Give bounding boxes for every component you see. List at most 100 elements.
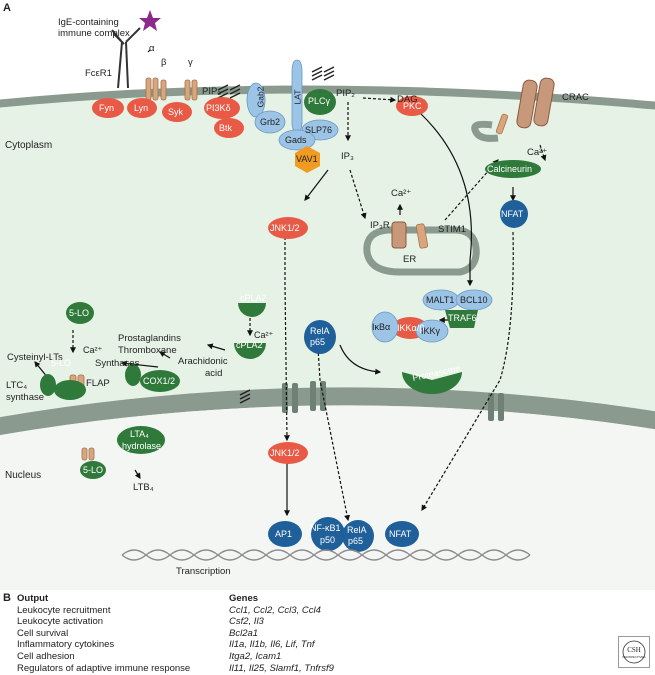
- traf6-label: TRAF6: [448, 313, 477, 323]
- signaling-pathway-diagram: [0, 10, 655, 590]
- er-label: ER: [403, 254, 417, 265]
- table-genes: Itga2, Icam1: [229, 650, 282, 662]
- table-output: Cell survival: [17, 627, 69, 639]
- fyn-label: Fyn: [99, 103, 115, 113]
- pi3k-label: PI3Kδ: [206, 103, 231, 113]
- table-row: Cell survival Bcl2a1: [3, 628, 563, 640]
- ca-5lo-label: Ca²⁺: [83, 345, 103, 355]
- malt1-label: MALT1: [426, 295, 455, 305]
- table-output: Cell adhesion: [17, 650, 75, 662]
- p65-cyto-label: p65: [310, 337, 326, 347]
- five-lo-c-label: 5-LO: [83, 465, 104, 475]
- slp76-label: SLP76: [305, 125, 333, 135]
- pip3-label: PIP₃: [202, 86, 222, 97]
- cpla2-b-label: cPLA2: [236, 340, 263, 350]
- csh-perspectives-logo: CSH PERSPECTIVES: [618, 636, 650, 668]
- ikkg-label: IKKγ: [421, 326, 441, 336]
- dark-green-proteins: [40, 89, 541, 479]
- table-genes: Il1a, Il1b, Il6, Lif, Tnf: [229, 639, 315, 651]
- hydrolase-label: hydrolase: [122, 441, 162, 451]
- logo-subtext: PERSPECTIVES: [622, 655, 645, 659]
- beta-label: β: [161, 57, 167, 68]
- nfkb-label: NF-κB1: [310, 523, 341, 533]
- cytoplasm-label: Cytoplasm: [5, 140, 53, 151]
- table-header-output: Output: [17, 593, 49, 604]
- nfat-nuc-label: NFAT: [389, 529, 412, 539]
- jnk-cyto-label: JNK1/2: [270, 223, 300, 233]
- vav1-hexagon: [295, 146, 320, 173]
- table-genes: Il11, Il25, Slamf1, Tnfrsf9: [229, 662, 334, 674]
- ikba-label: IκBα: [372, 322, 391, 332]
- ca-cpla2-label: Ca²⁺: [254, 330, 274, 340]
- btk-label: Btk: [219, 123, 233, 133]
- panel-b-label: B: [3, 592, 11, 604]
- synthase-label: synthase: [6, 392, 45, 403]
- jnk-nuc-label: JNK1/2: [270, 448, 300, 458]
- nuclear-pore: [282, 381, 504, 421]
- alpha-label: α: [149, 43, 155, 54]
- fceri-label: FcεR1: [85, 68, 112, 79]
- nucleus-label: Nucleus: [5, 470, 42, 481]
- gamma-label: γ: [188, 57, 193, 68]
- ca-er-label: Ca²⁺: [391, 188, 412, 199]
- p50-label: p50: [320, 535, 336, 545]
- gab2-label: Gab2: [255, 86, 266, 108]
- table-genes: Bcl2a1: [229, 627, 259, 639]
- five-lo-a-label: 5-LO: [69, 308, 90, 318]
- relA-cyto-label: RelA: [310, 326, 330, 336]
- prostaglandins-label: Prostaglandins: [118, 333, 181, 344]
- ca-top-label: Ca²⁺: [527, 147, 548, 158]
- lat-label: LAT: [292, 89, 303, 105]
- table-row: Leukocyte recruitment Ccl1, Ccl2, Ccl3, …: [3, 605, 563, 617]
- ap1-label: AP1: [275, 529, 293, 539]
- stim1-label: STIM1: [438, 224, 466, 235]
- table-output: Regulators of adaptive immune response: [17, 662, 191, 674]
- lyn-label: Lyn: [134, 103, 149, 113]
- crac-label: CRAC: [562, 92, 589, 103]
- er-stim-membrane: [471, 120, 499, 142]
- dna-helix: [121, 549, 531, 561]
- transcription-label: Transcription: [176, 566, 231, 577]
- ikkab-label: IKKα/β: [397, 323, 425, 333]
- synthases-label: Synthases: [95, 358, 140, 369]
- crac-channel: [516, 77, 555, 129]
- table-output: Leukocyte recruitment: [17, 604, 111, 616]
- table-header-genes: Genes: [229, 593, 259, 604]
- pkc-label: PKC: [403, 101, 422, 111]
- thromboxane-label: Thromboxane: [118, 345, 177, 356]
- acid-label: acid: [205, 368, 223, 379]
- nucleus: [0, 405, 655, 590]
- fceri-subunits: [69, 77, 509, 461]
- vav1-label: VAV1: [296, 154, 318, 164]
- ltc4-label: LTC₄: [6, 380, 28, 391]
- ip3r-channel: [391, 221, 407, 249]
- nfat-cyto-label: NFAT: [501, 209, 524, 219]
- ltb4-label: LTB₄: [133, 482, 154, 493]
- table-row: Leukocyte activation Csf2, Il3: [3, 616, 563, 628]
- bcl10-label: BCL10: [460, 295, 488, 305]
- lta4-label: LTA₄: [130, 429, 149, 439]
- table-genes: Csf2, Il3: [229, 616, 264, 628]
- table-row: Inflammatory cytokines Il1a, Il1b, Il6, …: [3, 639, 563, 651]
- ige-complex-label: IgE-containing immune complex: [58, 17, 130, 39]
- dark-blue-proteins: [268, 200, 528, 552]
- panel-a-label: A: [3, 2, 11, 14]
- cox-label: COX1/2: [143, 376, 176, 386]
- table-row: Regulators of adaptive immune response I…: [3, 663, 563, 675]
- arachidonic-label: Arachidonic: [178, 356, 228, 367]
- phosphate-marks: [217, 66, 335, 404]
- pip2-label: PIP₂: [336, 88, 355, 99]
- flap-label: FLAP: [86, 378, 110, 389]
- table-output: Inflammatory cytokines: [17, 639, 115, 651]
- ip3r-label: IP₃R: [370, 220, 390, 231]
- genes-table: B Output Genes Leukocyte recruitment Ccl…: [3, 592, 563, 675]
- light-blue-proteins: [246, 59, 493, 343]
- ige-antigen-star: [139, 10, 161, 31]
- table-output: Leukocyte activation: [17, 616, 104, 628]
- cysteinyl-label: Cysteinyl-LTs: [7, 352, 63, 363]
- ip3-label: IP₃: [341, 151, 354, 162]
- calcineurin-label: Calcineurin: [487, 164, 533, 174]
- plcg-label: PLCγ: [308, 96, 331, 106]
- table-row: Cell adhesion Itga2, Icam1: [3, 651, 563, 663]
- dag-label: DAG: [397, 94, 418, 105]
